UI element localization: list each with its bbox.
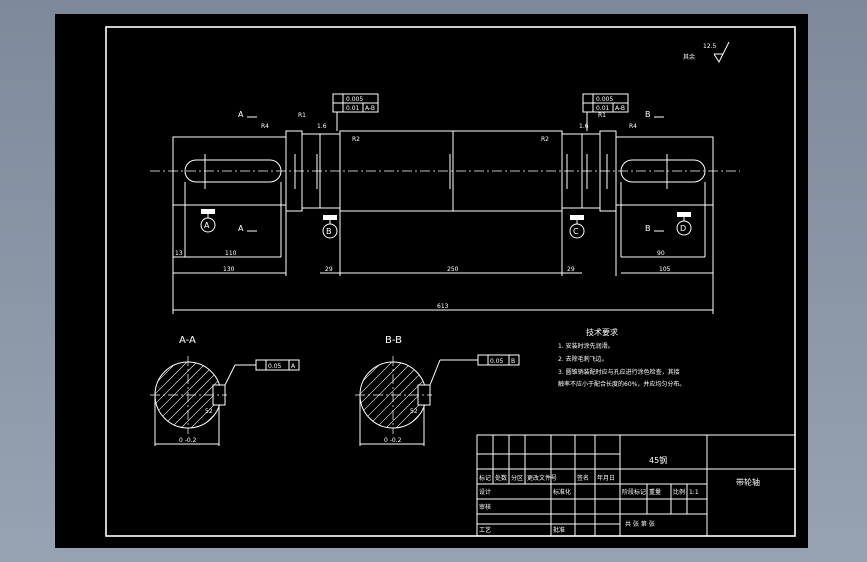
- dim-250: 250: [447, 266, 459, 273]
- dim-130: 130: [223, 266, 235, 273]
- svg-text:工艺: 工艺: [479, 526, 491, 534]
- svg-text:D: D: [680, 224, 686, 233]
- svg-text:批准: 批准: [553, 526, 565, 534]
- fillet-label: R4: [629, 123, 637, 130]
- section-b-title: B-B: [385, 335, 402, 346]
- fillet-label: R1: [598, 112, 606, 119]
- material-text: 45钢: [649, 455, 667, 465]
- part-name-text: 带轮轴: [736, 477, 760, 487]
- sheet-text: 共 张 第 张: [625, 520, 655, 528]
- dim-105: 105: [659, 266, 671, 273]
- dim-13: 13: [175, 250, 183, 257]
- fillet-labels: R4 R1 R2 R2 R1 R4 1.6 1.6: [261, 112, 637, 143]
- svg-text:0 -0.2: 0 -0.2: [384, 437, 402, 444]
- title-block: 45钢 带轮轴 标记 处数 分区 更改文件号 签名 年月日 设计 审核 工艺 标…: [476, 434, 796, 537]
- svg-text:0 -0.2: 0 -0.2: [179, 437, 197, 444]
- tolerance-frame-right: 0.005 0.01 A-B: [582, 93, 629, 131]
- svg-text:比例: 比例: [673, 488, 685, 496]
- roughness-note-text: 其余: [683, 53, 695, 61]
- svg-text:标记: 标记: [479, 474, 491, 482]
- section-b-top-label: B: [645, 110, 651, 119]
- svg-text:0.01: 0.01: [596, 105, 610, 112]
- fillet-label: R4: [261, 123, 269, 130]
- dim-total: 613: [437, 303, 449, 310]
- shaft-main-view: [150, 130, 740, 212]
- svg-text:A: A: [291, 363, 296, 370]
- svg-text:年月日: 年月日: [597, 474, 615, 482]
- chamfer-label: 1.6: [579, 123, 589, 130]
- svg-text:C: C: [573, 227, 579, 236]
- section-a-bottom-label: A: [238, 224, 244, 233]
- shaft-right-end: [615, 136, 714, 206]
- svg-text:设计: 设计: [479, 488, 491, 496]
- technical-requirements: 技术要求 1. 安装时涂先润滑。 2. 去除毛刺飞边。 3. 圆锥销装配时应与孔…: [558, 327, 685, 388]
- svg-text:分区: 分区: [511, 474, 523, 482]
- requirement-item: 3. 圆锥销装配时应与孔应进行涂色检查，其接: [558, 368, 680, 376]
- section-markers: A A B B: [238, 110, 664, 233]
- fillet-label: R1: [298, 112, 306, 119]
- datum-d: D: [676, 212, 692, 236]
- requirements-title: 技术要求: [586, 327, 618, 337]
- section-a-top-label: A: [238, 110, 244, 119]
- svg-text:A-B: A-B: [615, 105, 625, 112]
- svg-text:52: 52: [410, 408, 418, 415]
- dim-90: 90: [657, 250, 665, 257]
- svg-text:0.05: 0.05: [268, 363, 282, 370]
- svg-text:0.05: 0.05: [490, 358, 504, 365]
- roughness-value-text: 12.5: [703, 43, 717, 50]
- svg-text:52: 52: [205, 408, 213, 415]
- datum-b: B: [322, 215, 338, 239]
- section-b-bottom-label: B: [645, 224, 651, 233]
- dimensions: 13 110 90 130 29 250 29 105 613: [172, 182, 714, 314]
- keyway-left: [184, 159, 282, 183]
- roughness-symbol: 其余 12.5: [683, 41, 730, 64]
- svg-text:0.005: 0.005: [346, 96, 363, 103]
- svg-text:0.005: 0.005: [596, 96, 613, 103]
- drawing-canvas: 其余 12.5: [105, 26, 796, 537]
- svg-text:审核: 审核: [479, 503, 491, 511]
- dim-110: 110: [225, 250, 237, 257]
- tolerance-frame-left: 0.005 0.01 A-B: [332, 93, 379, 131]
- dim-29a: 29: [325, 266, 333, 273]
- fillet-label: R2: [541, 136, 549, 143]
- section-a-a: A-A 0.05 A: [150, 335, 300, 446]
- chamfer-label: 1.6: [317, 123, 327, 130]
- svg-text:处数: 处数: [495, 474, 507, 482]
- fillet-label: R2: [352, 136, 360, 143]
- svg-text:签名: 签名: [577, 474, 589, 482]
- datum-a: A: [200, 209, 216, 233]
- svg-text:A: A: [204, 221, 210, 230]
- section-a-title: A-A: [179, 335, 196, 346]
- section-b-b: B-B 0.05 B 52 0 -0.2: [355, 335, 520, 446]
- svg-text:0.01: 0.01: [346, 105, 360, 112]
- requirement-item: 2. 去除毛刺飞边。: [558, 355, 608, 363]
- scale-text: 1:1: [689, 489, 699, 496]
- requirement-item: 1. 安装时涂先润滑。: [558, 342, 614, 350]
- svg-text:重量: 重量: [649, 488, 661, 496]
- svg-text:标准化: 标准化: [553, 488, 571, 496]
- dim-29b: 29: [567, 266, 575, 273]
- svg-text:B: B: [326, 227, 332, 236]
- svg-text:更改文件号: 更改文件号: [527, 474, 557, 482]
- datum-c: C: [569, 215, 585, 239]
- svg-text:A-B: A-B: [365, 105, 375, 112]
- keyway-right: [620, 159, 706, 183]
- drawing-border: [105, 26, 796, 537]
- svg-text:B: B: [511, 358, 515, 365]
- requirement-item: 触率不应小于配合长度的60%，并应均匀分布。: [558, 380, 685, 388]
- cad-viewport[interactable]: 其余 12.5: [55, 14, 808, 548]
- drawing-border-outer: [105, 26, 796, 537]
- svg-text:阶段标记: 阶段标记: [622, 488, 646, 496]
